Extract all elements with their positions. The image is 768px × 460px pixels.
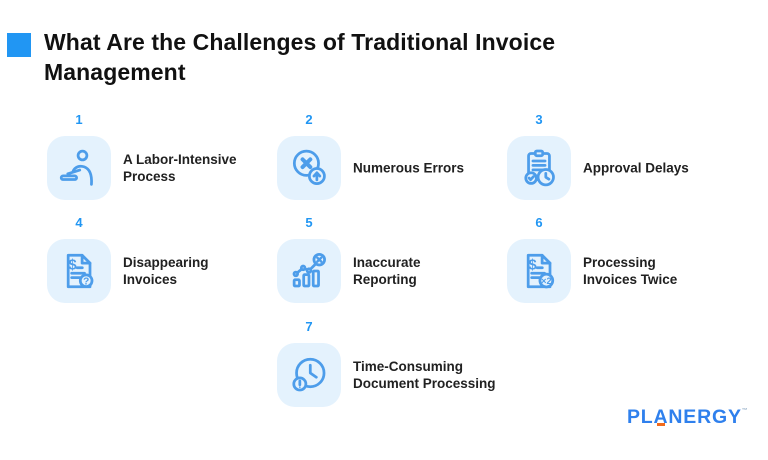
item-label: Processing Invoices Twice xyxy=(583,255,678,287)
item-number: 6 xyxy=(535,215,543,230)
title-accent-square xyxy=(7,33,31,57)
item-number: 5 xyxy=(305,215,313,230)
invoice-x2-icon: $ ×2 xyxy=(507,239,571,303)
challenge-item-2: 2 Numerous Errors xyxy=(277,112,517,200)
svg-text:×2: ×2 xyxy=(541,276,551,286)
item-number: 2 xyxy=(305,112,313,127)
item-label: Inaccurate Reporting xyxy=(353,255,421,287)
clipboard-check-clock-icon xyxy=(507,136,571,200)
svg-text:?: ? xyxy=(83,276,89,287)
svg-text:$: $ xyxy=(69,258,77,274)
challenge-item-6: 6 $ ×2 Processing Invoices Twice xyxy=(507,215,747,303)
item-label: Time-Consuming Document Processing xyxy=(353,359,496,391)
item-label: Numerous Errors xyxy=(353,160,465,176)
item-label: A Labor-Intensive Process xyxy=(123,152,237,184)
item-label: Disappearing Invoices xyxy=(123,255,209,287)
challenge-item-5: 5 Inaccurate Reporting xyxy=(277,215,517,303)
item-label: Approval Delays xyxy=(583,160,689,176)
item-number: 4 xyxy=(75,215,83,230)
chart-error-icon xyxy=(277,239,341,303)
page-title: What Are the Challenges of Traditional I… xyxy=(44,29,556,85)
item-number: 1 xyxy=(75,112,83,127)
invoice-question-icon: $ ? xyxy=(47,239,111,303)
item-number: 3 xyxy=(535,112,543,127)
item-number: 7 xyxy=(305,319,313,334)
error-cross-upload-icon xyxy=(277,136,341,200)
trademark-symbol: ™ xyxy=(741,408,748,414)
planergy-logo: PLANERGY™ xyxy=(627,406,748,429)
clock-alert-icon xyxy=(277,343,341,407)
logo-text-nergy: NERGY xyxy=(668,406,742,428)
challenge-item-7: 7 Time-Consuming Document Processing xyxy=(277,319,517,407)
svg-text:$: $ xyxy=(529,258,537,274)
working-person-icon xyxy=(47,136,111,200)
challenge-item-4: 4 $ ? Disappearing Invoices xyxy=(47,215,287,303)
logo-letter-a: A xyxy=(653,406,669,428)
challenge-item-3: 3 Approval Delays xyxy=(507,112,747,200)
challenge-item-1: 1 A Labor-Intensive Process xyxy=(47,112,287,200)
logo-text-pl: PL xyxy=(627,406,654,428)
